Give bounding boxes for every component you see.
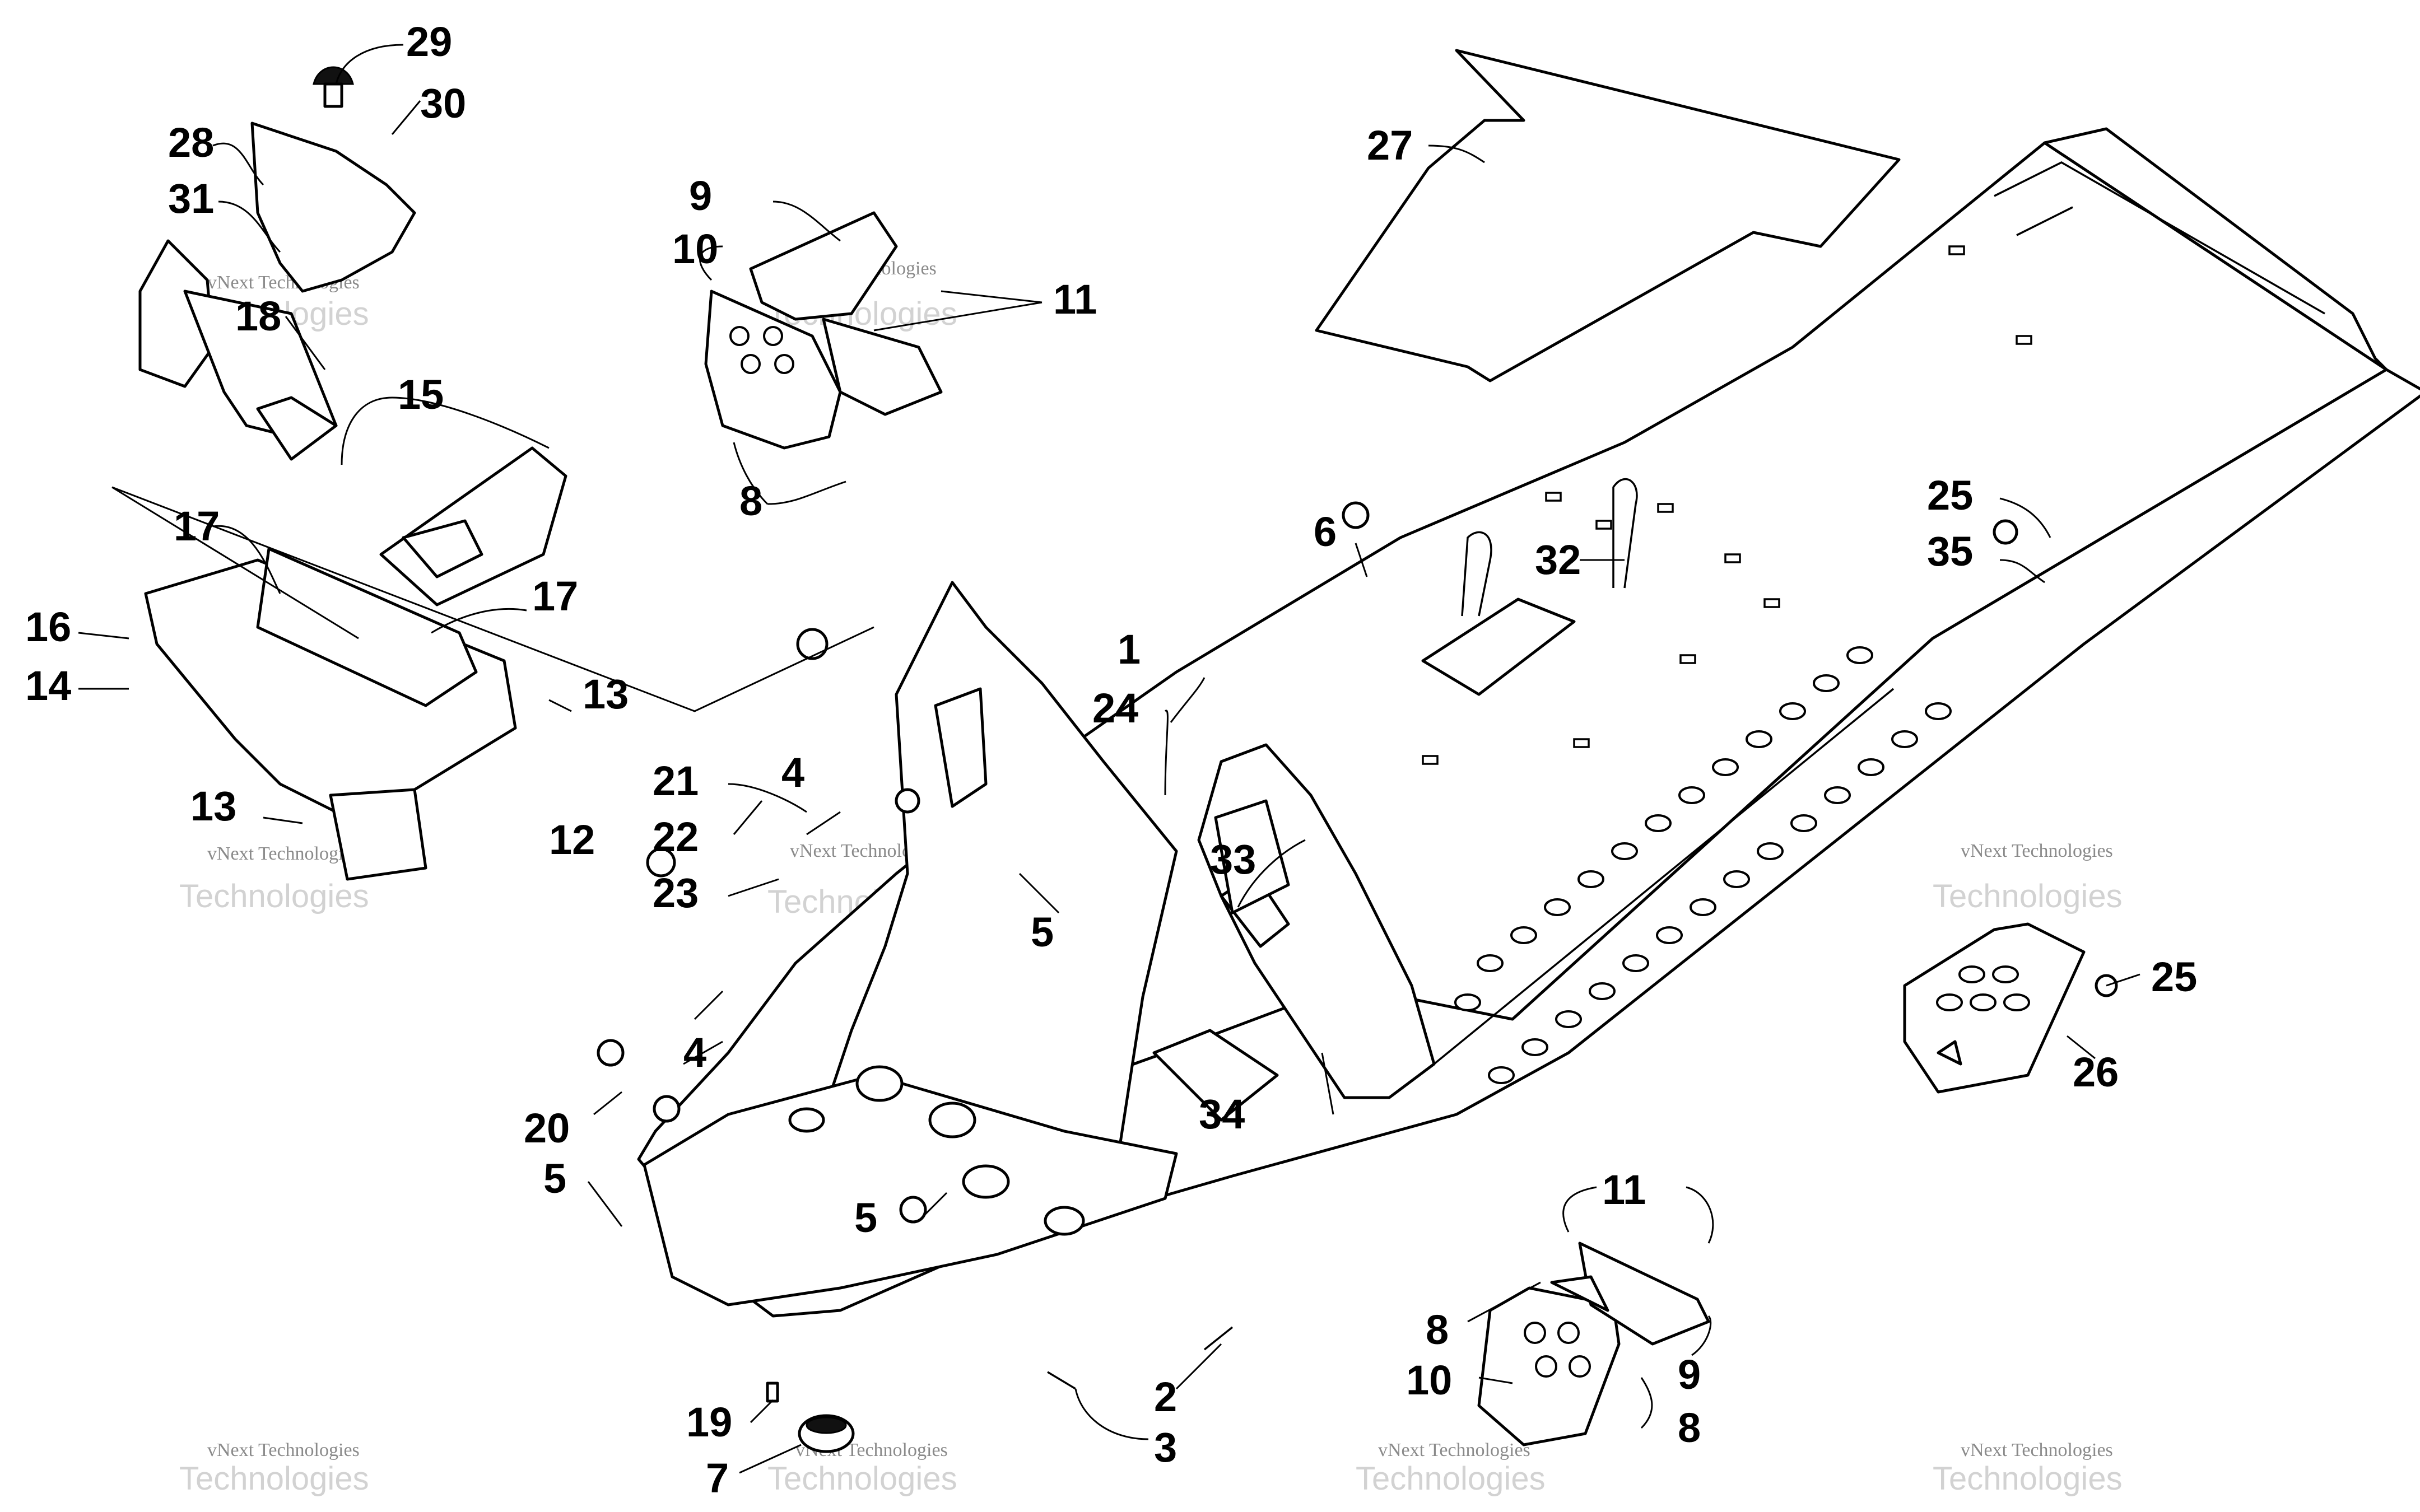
- callout-10: 10: [672, 226, 718, 272]
- callout-4: 4: [683, 1029, 706, 1076]
- callout-8: 8: [739, 478, 762, 524]
- callout-1: 1: [1118, 626, 1141, 673]
- callout-32: 32: [1535, 536, 1581, 583]
- callout-25: 25: [2151, 954, 2197, 1000]
- callout-12: 12: [549, 816, 595, 863]
- callout-34: 34: [1199, 1091, 1245, 1137]
- side-panel-upper: [704, 211, 943, 450]
- front-bumper-assembly: [138, 122, 567, 881]
- callout-30: 30: [420, 80, 466, 127]
- callout-8: 8: [1426, 1306, 1449, 1353]
- callout-31: 31: [168, 175, 214, 222]
- callout-5: 5: [854, 1194, 877, 1241]
- callout-15: 15: [398, 371, 444, 418]
- callout-5: 5: [543, 1155, 566, 1202]
- watermark-small-text: vNext Technologies: [207, 1440, 360, 1460]
- callout-11: 11: [1053, 276, 1097, 323]
- callout-27: 27: [1367, 122, 1413, 169]
- watermark-large-text: Technologies: [1356, 1460, 1546, 1497]
- watermark: Technologies vNext Technologies: [179, 1440, 369, 1497]
- callout-13: 13: [190, 783, 236, 829]
- callout-19: 19: [686, 1399, 732, 1445]
- callout-10: 10: [1406, 1357, 1452, 1403]
- callout-33: 33: [1210, 836, 1256, 883]
- callout-17: 17: [174, 503, 220, 549]
- callout-3: 3: [1154, 1424, 1177, 1471]
- callout-9: 9: [1678, 1351, 1701, 1398]
- callout-25: 25: [1927, 472, 1973, 519]
- callout-22: 22: [653, 814, 699, 860]
- callout-13: 13: [583, 671, 629, 717]
- callout-23: 23: [653, 870, 699, 916]
- callout-21: 21: [653, 758, 699, 804]
- watermark: Technologies vNext Technologies: [1933, 1440, 2123, 1497]
- watermark: Technologies vNext Technologies: [1933, 841, 2123, 914]
- callout-26: 26: [2073, 1049, 2119, 1095]
- foot-grip-holes: [1454, 646, 1952, 1084]
- watermark-large-text: Technologies: [179, 878, 369, 914]
- side-panel-lower: [1477, 1242, 1710, 1446]
- watermark-small-text: vNext Technologies: [207, 843, 360, 864]
- knob-29: [313, 66, 354, 108]
- callout-17: 17: [532, 573, 578, 619]
- watermark-large-text: Technologies: [179, 1460, 369, 1497]
- fastener-screws: [597, 501, 2118, 1403]
- callout-4: 4: [781, 749, 804, 796]
- callout-7: 7: [706, 1455, 729, 1501]
- straps: [1461, 478, 1638, 617]
- callout-29: 29: [406, 18, 452, 65]
- floor-mat: [1315, 49, 1901, 382]
- watermark-large-text: Technologies: [1933, 1460, 2123, 1497]
- callout-35: 35: [1927, 528, 1973, 575]
- watermark-large-text: Technologies: [1933, 878, 2123, 914]
- callout-5: 5: [1031, 909, 1054, 955]
- callout-9: 9: [689, 172, 712, 219]
- callout-14: 14: [25, 662, 71, 709]
- callout-2: 2: [1154, 1374, 1177, 1420]
- callout-labels: 29 30 28 31 18 15 17 17 16 14 13 13 12 9…: [25, 18, 2197, 1501]
- watermark-small-text: vNext Technologies: [1961, 841, 2113, 861]
- leader-lines: [78, 44, 2140, 1474]
- grommet-7: [798, 1414, 855, 1453]
- callout-18: 18: [235, 293, 281, 339]
- callout-8: 8: [1678, 1404, 1701, 1451]
- foot-plate: [1903, 922, 2086, 1094]
- callout-28: 28: [168, 119, 214, 166]
- callout-6: 6: [1314, 508, 1337, 555]
- watermark-small-text: vNext Technologies: [1378, 1440, 1530, 1460]
- chassis-frame: [637, 127, 2420, 1318]
- callout-16: 16: [25, 604, 71, 650]
- deck-slots: [1422, 245, 2032, 765]
- callout-20: 20: [524, 1105, 570, 1151]
- watermark-small-text: vNext Technologies: [1961, 1440, 2113, 1460]
- watermark-large-text: Technologies: [767, 1460, 957, 1497]
- watermark: Technologies vNext Technologies: [179, 843, 369, 914]
- watermark: Technologies vNext Technologies: [767, 1440, 957, 1497]
- callout-11: 11: [1602, 1166, 1646, 1213]
- watermark: Technologies vNext Technologies: [1356, 1440, 1546, 1497]
- callout-24: 24: [1092, 685, 1138, 731]
